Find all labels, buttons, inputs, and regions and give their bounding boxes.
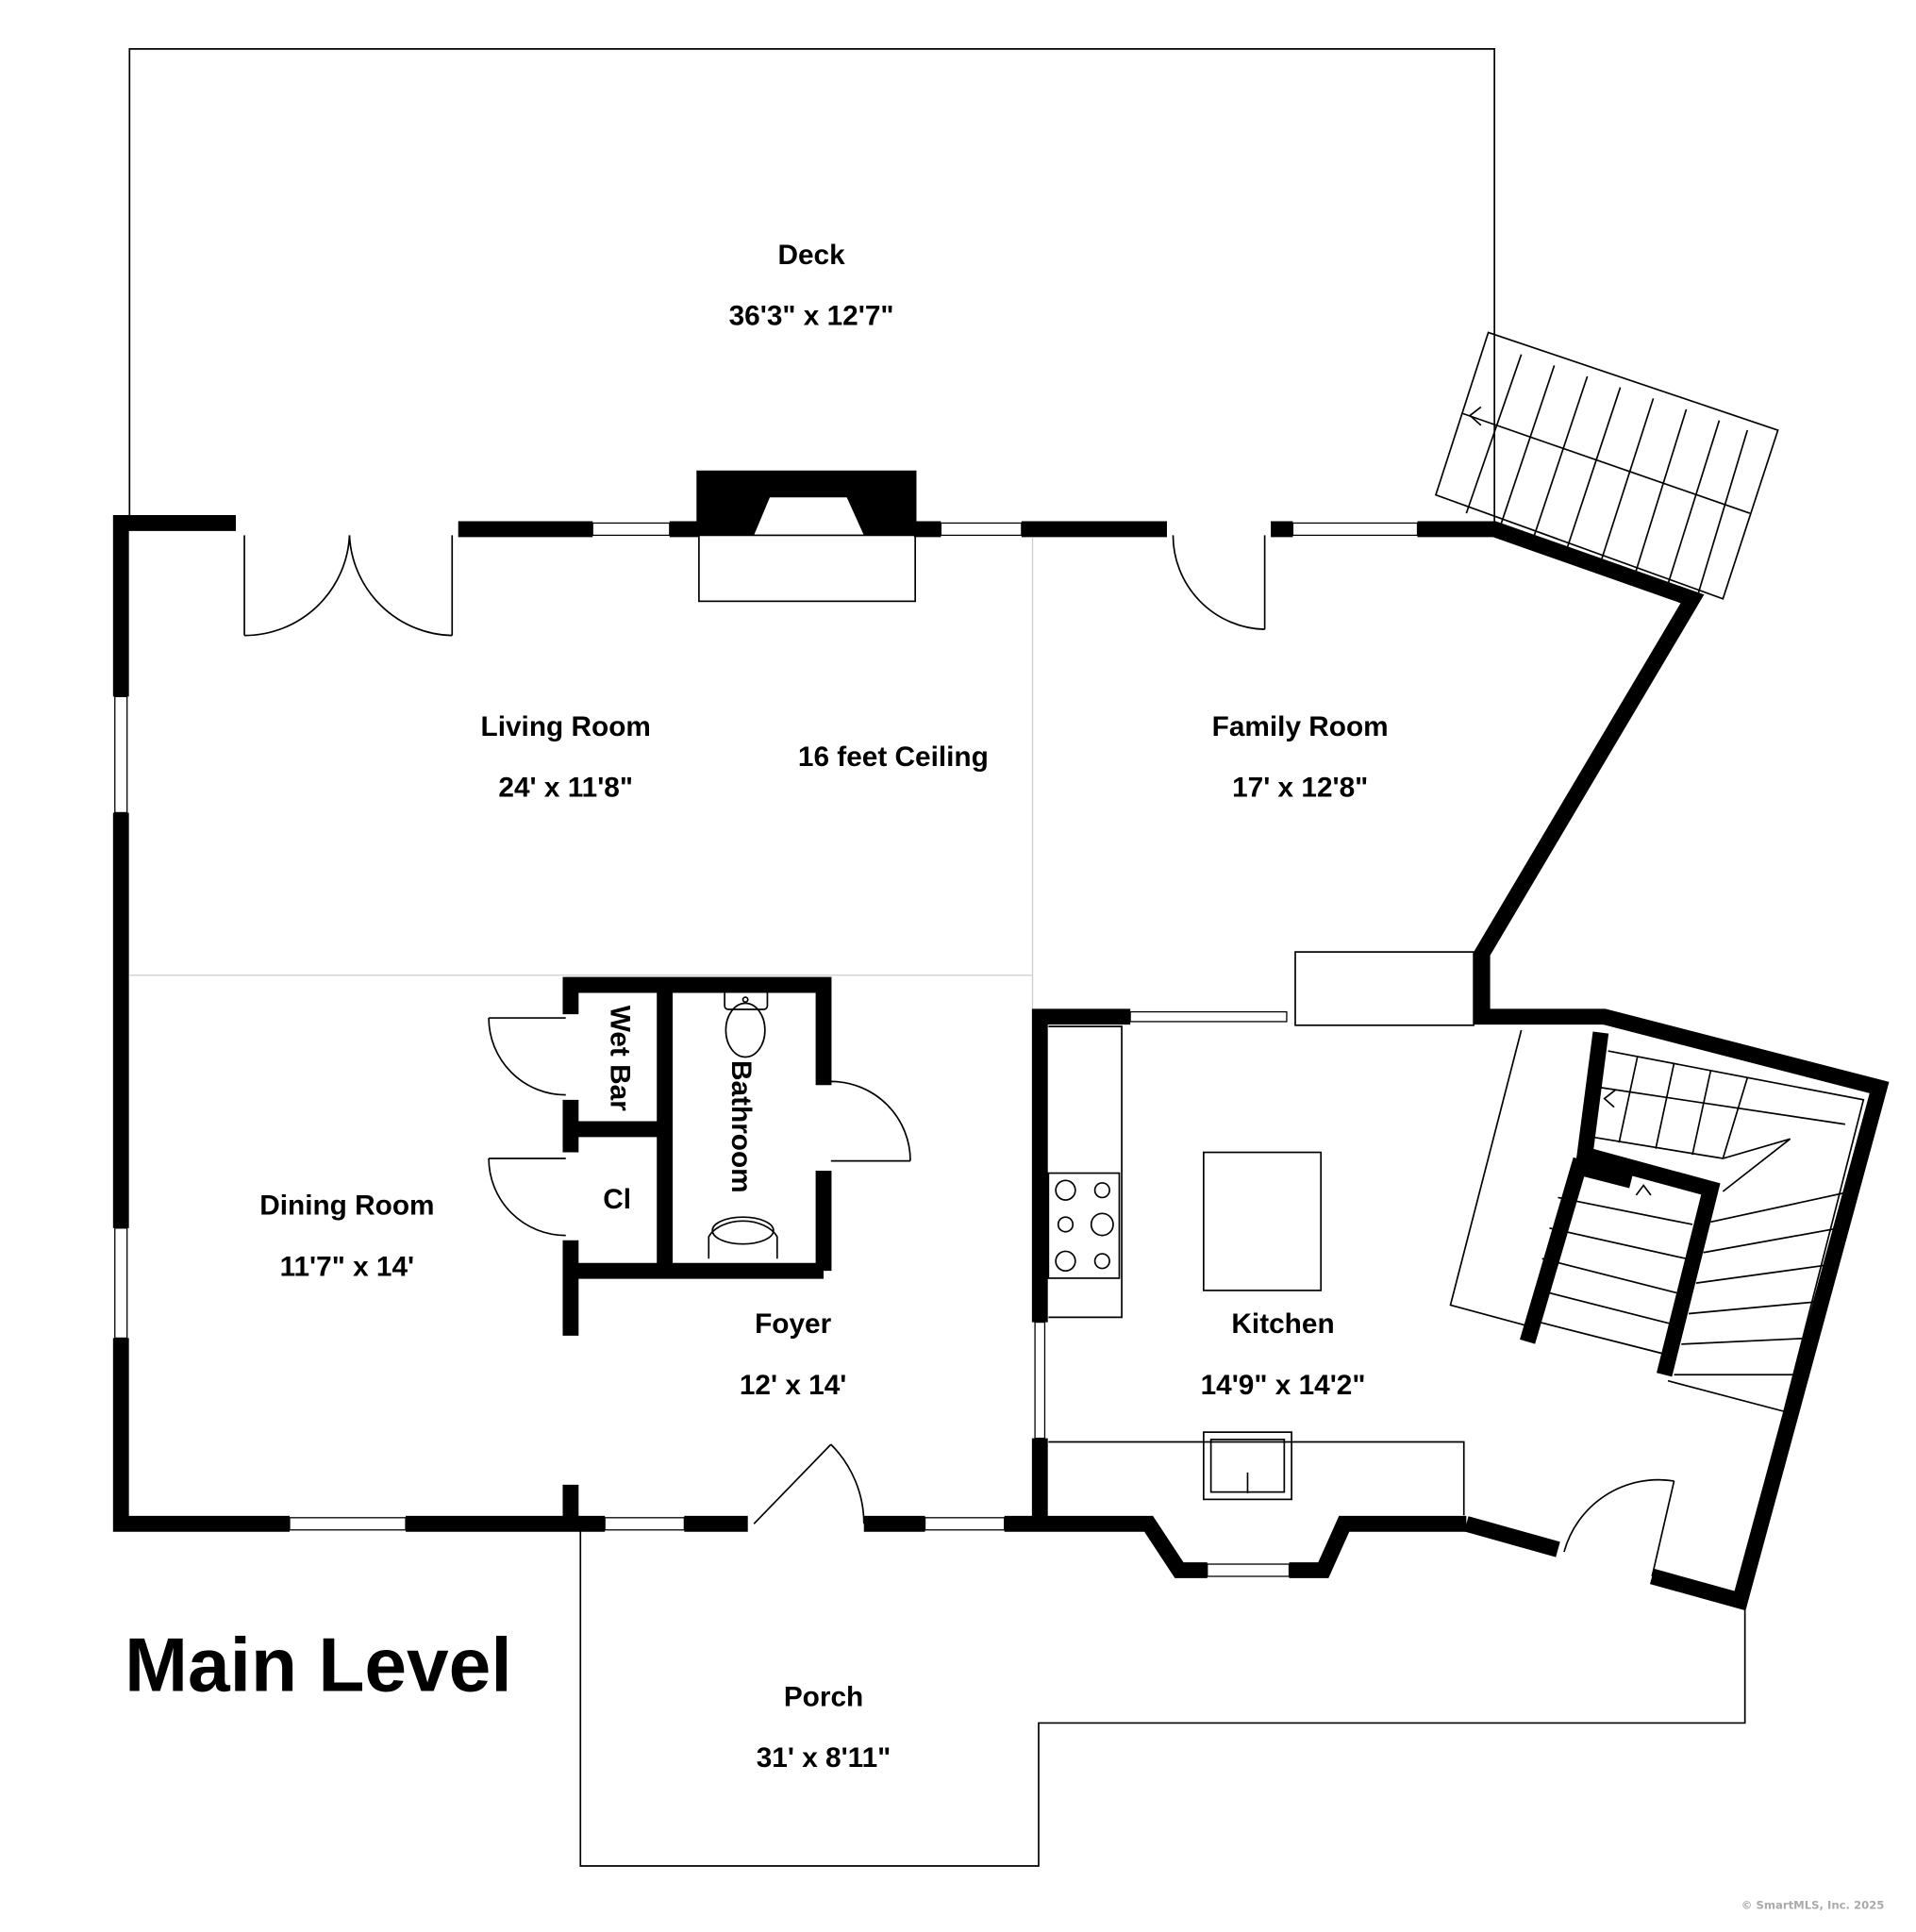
kitchen-fixtures: [1047, 951, 1528, 1516]
kitchen-sink: [1203, 1431, 1292, 1501]
room-name-living-room: Living Room: [481, 711, 651, 742]
room-size-dining-room: 11'7" x 14': [280, 1251, 415, 1282]
room-size-deck: 36'3" x 12'7": [729, 301, 894, 332]
room-size-foyer: 12' x 14': [740, 1370, 847, 1401]
windows: [114, 522, 1419, 1577]
room-size-kitchen: 14'9" x 14'2": [1201, 1370, 1366, 1401]
fireplace: [696, 470, 917, 536]
hearth: [698, 534, 917, 603]
room-name-kitchen: Kitchen: [1231, 1308, 1334, 1340]
copyright: © SmartMLS, Inc. 2025: [1741, 1898, 1885, 1911]
ceiling-note: 16 feet Ceiling: [798, 741, 989, 773]
level-title: Main Level: [125, 1624, 512, 1708]
deck-stairs: [1434, 331, 1779, 600]
room-name-family-room: Family Room: [1212, 711, 1389, 742]
interior-stairs: [1529, 1050, 1865, 1413]
exterior-walls: [112, 515, 1890, 1611]
room-size-porch: 31' x 8'11": [757, 1742, 891, 1774]
doors: [243, 535, 1675, 1577]
room-name-wet-bar: Wet Bar: [605, 1006, 636, 1111]
room-name-porch: Porch: [784, 1681, 863, 1712]
interior-walls: [562, 976, 1721, 1524]
deck-outline: [128, 48, 1495, 526]
room-size-living-room: 24' x 11'8": [498, 773, 633, 804]
porch-outline: [579, 1531, 1746, 1867]
room-name-closet: Cl: [603, 1184, 631, 1215]
room-name-foyer: Foyer: [755, 1308, 832, 1340]
kitchen-island: [1203, 1151, 1323, 1291]
room-name-dining-room: Dining Room: [259, 1191, 434, 1222]
room-name-deck: Deck: [777, 240, 845, 271]
room-size-family-room: 17' x 12'8": [1232, 773, 1368, 804]
room-name-bathroom: Bathroom: [725, 1060, 757, 1193]
bathroom-fixtures: [708, 989, 778, 1259]
